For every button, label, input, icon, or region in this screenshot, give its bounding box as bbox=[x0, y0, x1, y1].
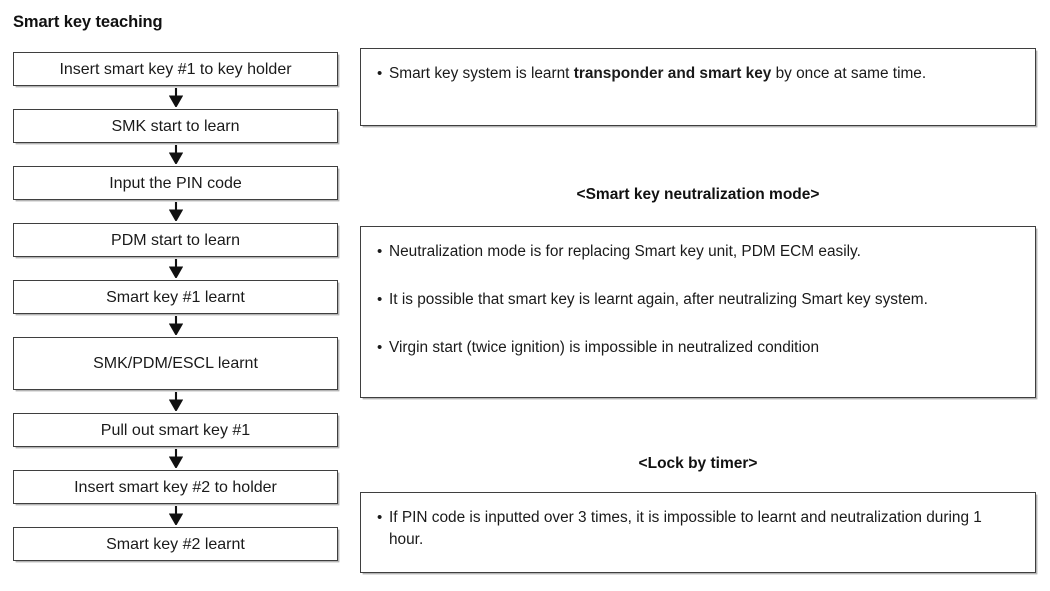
bullet-point-icon: • bbox=[377, 509, 383, 526]
flow-step-smk-start-to-learn: SMK start to learn bbox=[13, 109, 338, 143]
arrow-down-icon bbox=[13, 504, 338, 527]
bullet-text: It is possible that smart key is learnt … bbox=[389, 291, 928, 308]
flow-step-pdm-start-to-learn: PDM start to learn bbox=[13, 223, 338, 257]
arrow-down-icon bbox=[13, 143, 338, 166]
bullet-text: If PIN code is inputted over 3 times, it… bbox=[389, 509, 982, 548]
flow-step-insert-smart-key-2: Insert smart key #2 to holder bbox=[13, 470, 338, 504]
flow-step-smk-pdm-escl-learnt: SMK/PDM/ESCL learnt bbox=[13, 337, 338, 390]
flow-step-label: SMK/PDM/ESCL learnt bbox=[93, 355, 258, 372]
arrow-down-icon bbox=[13, 200, 338, 223]
flow-step-label: Pull out smart key #1 bbox=[100, 421, 251, 439]
bullet-point-icon: • bbox=[377, 291, 383, 308]
flow-step-insert-smart-key-1: Insert smart key #1 to key holder bbox=[13, 52, 338, 86]
flow-step-label: Smart key #2 learnt bbox=[106, 535, 245, 553]
bullet-text-post: by once at same time. bbox=[771, 65, 927, 82]
flow-step-label: SMK start to learn bbox=[111, 117, 240, 135]
bullet-text: Smart key system is learnt transponder a… bbox=[389, 63, 1019, 85]
bullet-item: • If PIN code is inputted over 3 times, … bbox=[377, 507, 1019, 551]
bullet-item: • Smart key system is learnt transponder… bbox=[377, 63, 1019, 85]
arrow-down-icon bbox=[13, 257, 338, 280]
flow-step-smart-key-1-learnt: Smart key #1 learnt bbox=[13, 280, 338, 314]
bullet-item: • Virgin start (twice ignition) is impos… bbox=[377, 337, 1019, 359]
heading-lock-by-timer: <Lock by timer> bbox=[638, 455, 758, 472]
note-box-lock-by-timer: • If PIN code is inputted over 3 times, … bbox=[360, 492, 1036, 573]
flow-step-pull-out-smart-key-1: Pull out smart key #1 bbox=[13, 413, 338, 447]
flow-step-label: PDM start to learn bbox=[111, 231, 240, 249]
flow-step-label: Insert smart key #1 to key holder bbox=[59, 60, 292, 78]
flow-step-input-the-pin-code: Input the PIN code bbox=[13, 166, 338, 200]
flow-step-label: Smart key #1 learnt bbox=[106, 288, 245, 306]
note-box-neutralization-mode: • Neutralization mode is for replacing S… bbox=[360, 226, 1036, 398]
arrow-down-icon bbox=[13, 86, 338, 109]
flow-step-label: Insert smart key #2 to holder bbox=[74, 478, 277, 496]
note-box-smart-key-system: • Smart key system is learnt transponder… bbox=[360, 48, 1036, 126]
smart-key-teaching-flowchart: Insert smart key #1 to key holder SMK st… bbox=[13, 52, 338, 561]
page-title: Smart key teaching bbox=[13, 13, 163, 31]
bullet-text: Virgin start (twice ignition) is impossi… bbox=[389, 339, 819, 356]
bullet-text: Neutralization mode is for replacing Sma… bbox=[389, 243, 861, 260]
bullet-item: • Neutralization mode is for replacing S… bbox=[377, 241, 1019, 263]
bullet-text-pre: Smart key system is learnt bbox=[389, 65, 574, 82]
heading-smart-key-neutralization-mode: <Smart key neutralization mode> bbox=[576, 186, 820, 203]
arrow-down-icon bbox=[13, 447, 338, 470]
arrow-down-icon bbox=[13, 390, 338, 413]
flow-step-label: Input the PIN code bbox=[109, 174, 242, 192]
flow-step-smart-key-2-learnt: Smart key #2 learnt bbox=[13, 527, 338, 561]
bullet-text-bold: transponder and smart key bbox=[573, 65, 772, 82]
bullet-point-icon: • bbox=[377, 243, 383, 260]
bullet-point-icon: • bbox=[377, 339, 383, 356]
bullet-point-icon: • bbox=[377, 65, 383, 82]
arrow-down-icon bbox=[13, 314, 338, 337]
bullet-item: • It is possible that smart key is learn… bbox=[377, 289, 1019, 311]
